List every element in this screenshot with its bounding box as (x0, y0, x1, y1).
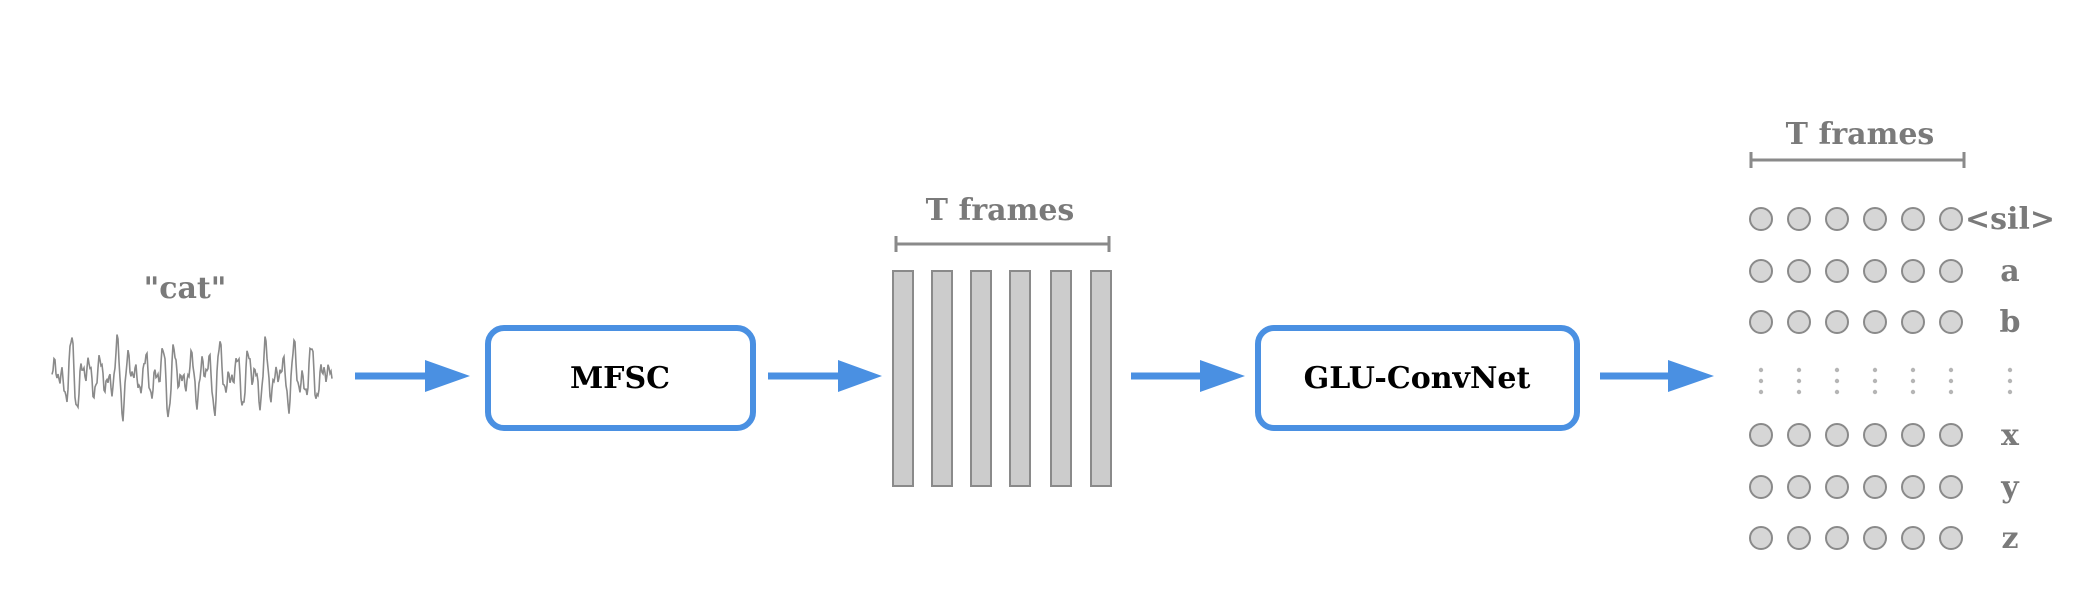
ellipsis-dot (1834, 378, 1840, 384)
output-dot (1787, 526, 1811, 550)
output-dot (1901, 526, 1925, 550)
frame-bar (1050, 270, 1072, 487)
output-dot (1939, 310, 1963, 334)
token-label-b: b (2000, 305, 2021, 340)
output-dot (1901, 207, 1925, 231)
output-dot (1825, 475, 1849, 499)
token-label-sil: <sil> (1965, 202, 2055, 237)
arrow-waveform-to-mfsc (355, 360, 470, 392)
output-dot (1863, 207, 1887, 231)
output-dot (1749, 475, 1773, 499)
output-dot (1749, 310, 1773, 334)
output-dot (1939, 259, 1963, 283)
output-dot (1787, 423, 1811, 447)
output-dot (1825, 423, 1849, 447)
ellipsis-dot (1948, 367, 1954, 373)
ellipsis-dot (2007, 378, 2013, 384)
output-dot (1825, 259, 1849, 283)
waveform-icon (51, 334, 333, 422)
output-dot (1939, 475, 1963, 499)
ellipsis-dot (1910, 378, 1916, 384)
frames-bracket-output (1749, 152, 1966, 168)
output-dot (1787, 259, 1811, 283)
ellipsis-dot (1910, 389, 1916, 395)
token-label-z: z (2001, 521, 2018, 556)
output-dot (1863, 526, 1887, 550)
ellipsis-dot (1758, 367, 1764, 373)
ellipsis-dot (1872, 389, 1878, 395)
token-label-y: y (2000, 470, 2020, 505)
output-dot (1901, 259, 1925, 283)
ellipsis-dot (1796, 378, 1802, 384)
output-dot (1863, 423, 1887, 447)
output-dot (1825, 310, 1849, 334)
output-dot (1863, 475, 1887, 499)
output-dot (1901, 423, 1925, 447)
ellipsis-dot (1872, 367, 1878, 373)
output-dot (1901, 475, 1925, 499)
frame-bar (931, 270, 953, 487)
ellipsis-dot (2007, 367, 2013, 373)
ellipsis-dot (1948, 378, 1954, 384)
ellipsis-dot (1758, 389, 1764, 395)
glu-convnet-label: GLU-ConvNet (1304, 361, 1531, 396)
token-label-a: a (2000, 254, 2019, 289)
output-dot (1939, 423, 1963, 447)
frames-label-middle: T frames (926, 193, 1075, 228)
frame-bar (970, 270, 992, 487)
frame-bars (892, 270, 1112, 487)
output-dot (1825, 526, 1849, 550)
output-dot (1749, 526, 1773, 550)
ellipsis-dot (1834, 389, 1840, 395)
ellipsis-dot (1796, 367, 1802, 373)
output-dot (1939, 526, 1963, 550)
output-dot (1863, 259, 1887, 283)
ellipsis-dot (2007, 389, 2013, 395)
frames-label-output: T frames (1786, 117, 1935, 152)
frame-bar (1090, 270, 1112, 487)
token-label-x: x (2001, 418, 2020, 453)
ellipsis-dot (1796, 389, 1802, 395)
input-word-label: "cat" (144, 271, 227, 306)
output-dot (1749, 423, 1773, 447)
output-dot (1787, 475, 1811, 499)
arrow-frames-to-glu (1131, 360, 1245, 392)
output-dot (1787, 207, 1811, 231)
frames-bracket-middle (894, 236, 1111, 252)
ellipsis-dot (1834, 367, 1840, 373)
output-dot (1825, 207, 1849, 231)
frame-bar (1009, 270, 1031, 487)
output-token-labels: <sil> a b x y z (1965, 202, 2055, 556)
output-dot (1787, 310, 1811, 334)
glu-convnet-box: GLU-ConvNet (1255, 325, 1580, 431)
mfsc-box: MFSC (485, 325, 756, 431)
frame-bar (892, 270, 914, 487)
output-probability-grid (1749, 207, 2013, 550)
mfsc-label: MFSC (570, 361, 670, 396)
ellipsis-dot (1872, 378, 1878, 384)
arrow-glu-to-output (1600, 360, 1714, 392)
output-dot (1901, 310, 1925, 334)
output-dot (1863, 310, 1887, 334)
ellipsis-dot (1758, 378, 1764, 384)
arrow-mfsc-to-frames (768, 360, 882, 392)
output-dot (1939, 207, 1963, 231)
output-dot (1749, 207, 1773, 231)
ellipsis-dot (1948, 389, 1954, 395)
ellipsis-dot (1910, 367, 1916, 373)
output-dot (1749, 259, 1773, 283)
